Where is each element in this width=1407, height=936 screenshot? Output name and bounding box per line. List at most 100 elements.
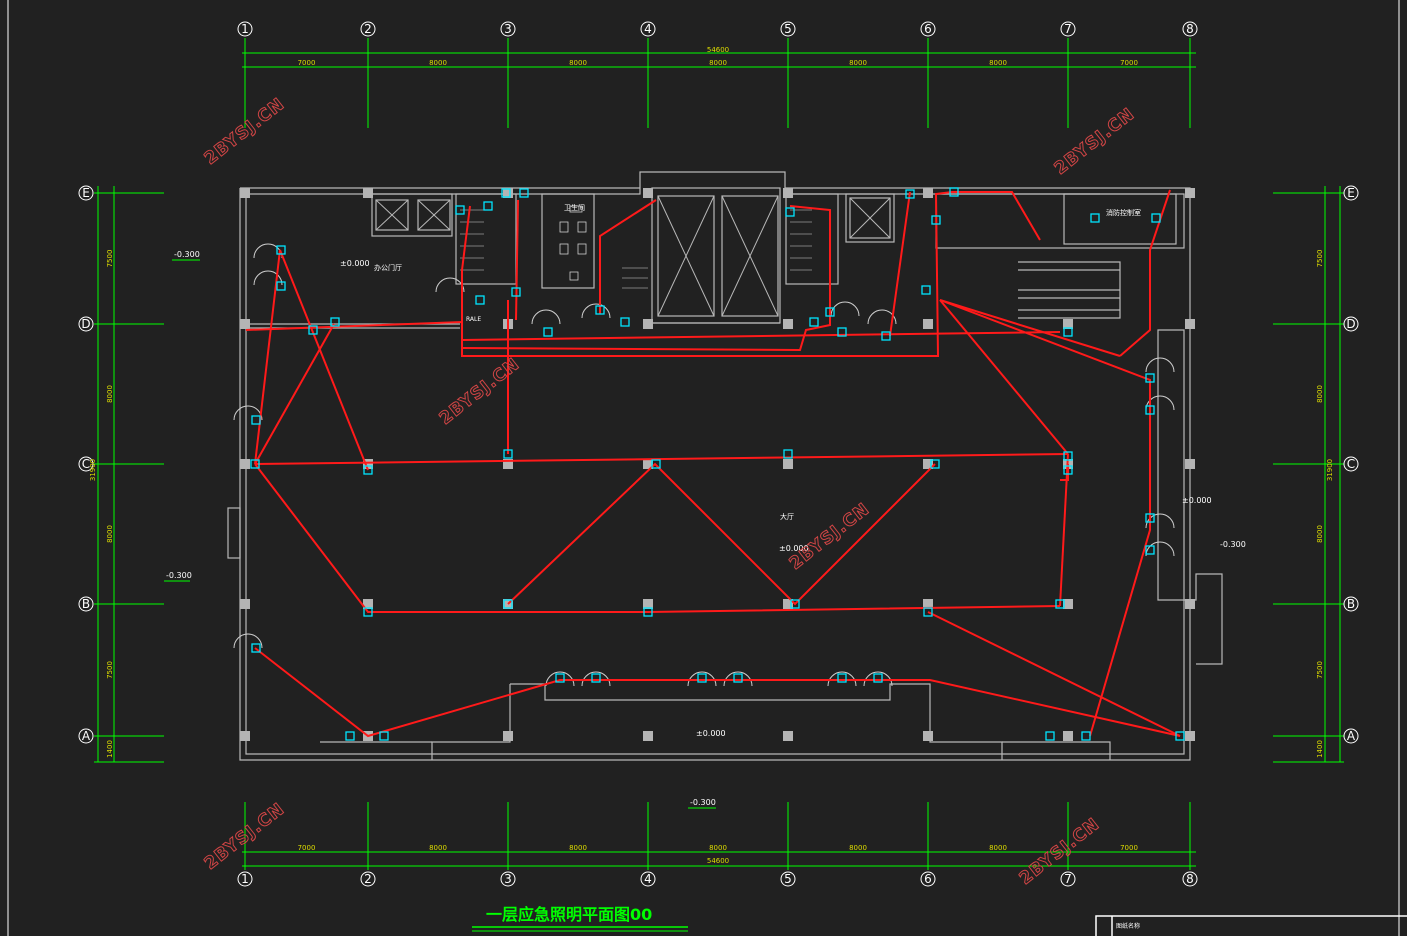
circuit-run [507,462,936,606]
door-arc [687,671,717,687]
emergency-light-fixture [503,599,513,609]
bottom-span-dim: 8000 [849,844,867,852]
emergency-light-fixture [1145,513,1155,523]
column [1063,319,1073,329]
column [643,459,653,469]
right-span-dim: 7500 [1316,250,1324,268]
right-span-dim: 7500 [1316,661,1324,679]
circuit-run [254,463,1061,613]
room-label-toilet: 卫生间 [564,203,585,212]
emergency-light-fixture [783,449,793,459]
column [783,188,793,198]
emergency-light-fixture [923,607,933,617]
elevator-shafts [375,195,891,317]
emergency-light-fixture [251,643,261,653]
axis-label-right-A: A [1347,729,1356,743]
door-arc [827,671,857,687]
door-arc [863,671,893,687]
circuit-run [254,323,335,465]
axis-bubble-top-8 [1182,21,1198,37]
column [503,731,513,741]
emergency-light-fixture [555,673,565,683]
axis-label-bottom-4: 4 [644,872,652,886]
emergency-light-fixture [250,459,260,469]
axis-label-top-8: 8 [1186,22,1194,36]
top-span-dim: 8000 [849,59,867,67]
door-arc [233,405,263,421]
column [240,599,250,609]
axis-bubble-right-A [1343,728,1359,744]
column [1063,731,1073,741]
axis-label-top-7: 7 [1064,22,1072,36]
axis-label-right-D: D [1346,317,1355,331]
emergency-light-fixture [276,245,286,255]
column [240,459,250,469]
emergency-light-fixture [519,188,529,198]
bottom-span-dim: 7000 [298,844,316,852]
emergency-light-fixture [1055,599,1065,609]
bottom-total-dimension: 54600 [707,857,729,865]
axis-label-bottom-6: 6 [924,872,932,886]
circuit-run [461,205,471,322]
column [503,459,513,469]
bottom-span-dim: 8000 [569,844,587,852]
left-total-dimension: 31900 [89,459,97,481]
top-span-dim: 7000 [1120,59,1138,67]
circuit-run [939,299,1121,357]
axis-bubble-left-D [78,316,94,332]
elevation-right: -0.300 [1220,540,1246,549]
emergency-light-fixture [809,317,819,327]
emergency-light-fixture [1063,465,1073,475]
emergency-light-fixtures [250,187,1185,741]
top-span-dim: 8000 [429,59,447,67]
axis-bubble-right-C [1343,456,1359,472]
axis-label-left-D: D [81,317,90,331]
emergency-light-fixture [363,465,373,475]
axis-bubble-bottom-3 [500,871,516,887]
right-total-dimension: 31900 [1326,459,1334,481]
door-arc [867,309,897,325]
door-arc [581,671,611,687]
left-span-dim: 8000 [106,385,114,403]
stair-treads [460,209,812,289]
column [1063,599,1073,609]
watermark-text: 2BYSJ.CN [436,354,524,429]
emergency-light-fixture [330,317,340,327]
circuit-run [461,331,1061,341]
column [643,319,653,329]
emergency-light-fixture [790,599,800,609]
bottom-span-dim: 8000 [709,844,727,852]
circuit-run [461,205,831,352]
emergency-light-fixture [379,731,389,741]
title-block-label: 图纸名称 [1116,922,1140,930]
top-span-dim: 8000 [709,59,727,67]
emergency-light-fixture [1145,373,1155,383]
axis-label-right-C: C [1347,457,1355,471]
axis-bubble-top-1 [237,21,253,37]
emergency-light-fixture [697,673,707,683]
axis-bubble-bottom-7 [1060,871,1076,887]
emergency-light-fixture [825,307,835,317]
column [643,599,653,609]
axis-bubble-bottom-1 [237,871,253,887]
door-arc [723,671,753,687]
emergency-light-fixture [931,215,941,225]
emergency-light-fixture [651,459,661,469]
door-arc [1145,357,1175,373]
door-arc [233,633,263,649]
axis-label-left-B: B [82,597,90,611]
axis-bubble-right-D [1343,316,1359,332]
axis-label-top-1: 1 [241,22,249,36]
axis-label-top-6: 6 [924,22,932,36]
bottom-span-dim: 8000 [989,844,1007,852]
circuit-run [1060,464,1069,481]
emergency-light-fixture [1081,731,1091,741]
emergency-light-fixture [1145,545,1155,555]
emergency-light-fixture [345,731,355,741]
column [783,731,793,741]
axis-bubble-top-6 [920,21,936,37]
emergency-light-fixture [455,205,465,215]
room-label-control: 消防控制室 [1106,208,1141,217]
column [240,188,250,198]
